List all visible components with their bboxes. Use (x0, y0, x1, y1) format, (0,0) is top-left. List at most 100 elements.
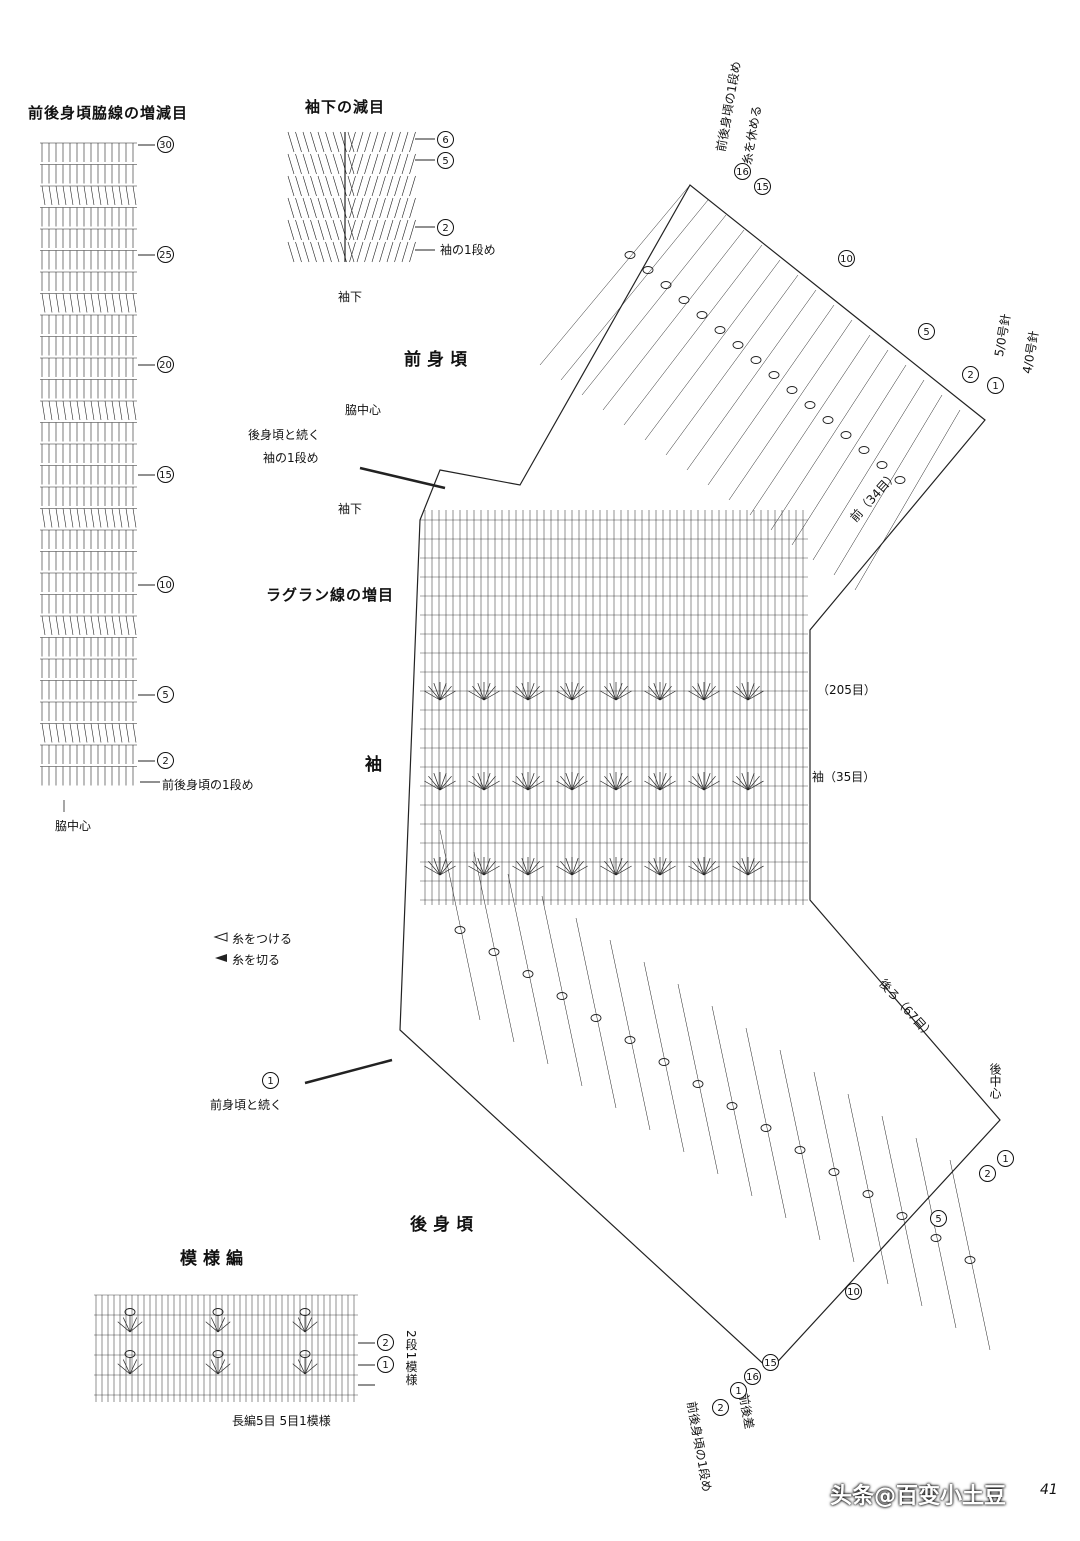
sleeve-stitch (287, 197, 295, 219)
side-stitch (97, 185, 102, 206)
sleeve-stitch (386, 241, 394, 263)
pattern-fan (117, 1363, 131, 1375)
fan-stitch (565, 772, 573, 791)
fan-stitch (516, 860, 529, 876)
side-stitch (97, 508, 102, 528)
fan-stitch (571, 690, 588, 701)
sleeve-stitch (347, 219, 355, 241)
sleeve-stitch (409, 175, 416, 197)
fan-stitch (688, 780, 705, 791)
sleeve-stitch (302, 131, 310, 153)
raglan-label: ラグラン線の増目 (266, 586, 395, 604)
sleeve-stitch (401, 197, 409, 219)
sleeve-row-6: 6 (437, 131, 454, 148)
front-loop (858, 446, 870, 454)
fan-stitch (571, 857, 579, 876)
sleeve-stitch (310, 219, 317, 241)
side-stitch (41, 615, 46, 636)
sleeve-stitch (394, 241, 401, 263)
back-loop (930, 1234, 942, 1242)
side-stitch (125, 185, 130, 206)
side-stitch (62, 723, 67, 743)
sleeve-stitch (349, 197, 356, 219)
fan-stitch (439, 682, 447, 701)
sleeve-stitch (379, 219, 386, 241)
side-stitch (41, 400, 46, 421)
sleeve-stitch (310, 153, 317, 175)
side-stitch (48, 400, 53, 421)
sleeve-stitch (409, 241, 416, 263)
fan-stitch (600, 865, 617, 876)
fan-stitch (521, 772, 529, 791)
sleeve-stitch (302, 241, 310, 263)
fan-stitch (560, 860, 573, 876)
fan-stitch (512, 690, 529, 701)
side-stitch (55, 400, 60, 421)
side-stitch (41, 185, 46, 206)
side-stitch (90, 185, 95, 206)
fan-stitch (472, 775, 485, 791)
back-center-label: 後中心 (988, 1063, 1002, 1099)
back-stitch (847, 1093, 889, 1285)
fan-stitch (472, 685, 485, 701)
sleeve-stitch (295, 175, 302, 197)
sleeve-stitch (394, 153, 401, 175)
front-loop (660, 281, 672, 289)
sleeve-stitch (379, 153, 386, 175)
fan-stitch (439, 690, 456, 701)
pattern-fan (122, 1359, 131, 1375)
sleeve-stitch (317, 131, 325, 153)
sleeve-row-2: 2 (437, 219, 454, 236)
sleeve-stitch (386, 153, 394, 175)
fan-stitch (571, 685, 584, 701)
front-loop (696, 311, 708, 319)
side-stitch (111, 400, 116, 421)
fan-stitch (527, 685, 540, 701)
fan-stitch (703, 682, 711, 701)
side-stitch (55, 293, 60, 313)
fan-stitch (615, 775, 628, 791)
front-stitch (749, 334, 871, 516)
fan-stitch (747, 685, 760, 701)
back-stitch (643, 961, 685, 1153)
sleeve-stitch (287, 153, 295, 175)
fan-stitch (703, 775, 716, 791)
sleeve-stitch (317, 175, 325, 197)
pattern-loop (299, 1350, 311, 1358)
fan-stitch (571, 775, 584, 791)
back-stitch (881, 1115, 923, 1307)
back-stitch (439, 829, 481, 1021)
sleeve-stitch (371, 241, 379, 263)
fan-stitch (600, 690, 617, 701)
fan-stitch (600, 780, 617, 791)
chain-front (359, 466, 446, 490)
sleeve-stitch (356, 219, 364, 241)
fan-stitch (609, 772, 617, 791)
sleeve-stitch (287, 131, 295, 153)
fan-stitch (439, 780, 456, 791)
front-stitch (854, 409, 961, 591)
side-stitch (90, 400, 95, 421)
fan-stitch (703, 690, 720, 701)
sleeve-stitch (356, 153, 364, 175)
fan-stitch (747, 857, 755, 876)
total-count-label: （205目） (817, 683, 876, 697)
fan-stitch (483, 860, 496, 876)
side-stitch (118, 400, 123, 421)
front-stitch (644, 259, 781, 441)
fan-stitch (424, 865, 441, 876)
fan-stitch (527, 860, 540, 876)
sleeve-under-label: 袖下 (338, 502, 363, 516)
side-stitch (118, 185, 123, 206)
cut-triangle-icon (215, 954, 227, 962)
pattern-fan (129, 1363, 143, 1375)
side-stitch (69, 615, 74, 636)
fan-stitch (615, 772, 623, 791)
front-stitch (812, 379, 925, 561)
side-stitch (41, 723, 46, 743)
pattern-fan (217, 1321, 231, 1333)
sleeve-stitch (325, 175, 332, 197)
fan-stitch (439, 857, 447, 876)
pattern-loop (299, 1308, 311, 1316)
